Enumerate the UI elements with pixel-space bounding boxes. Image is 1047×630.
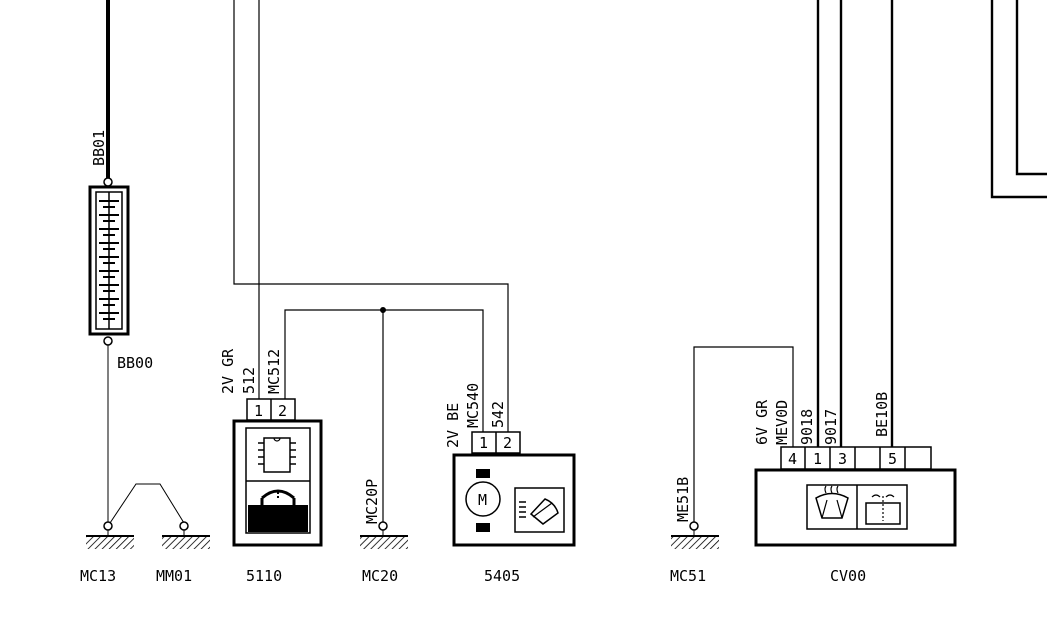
cv00-pin-1: 1	[813, 450, 822, 468]
front-wiper-icon	[815, 485, 849, 519]
ground-mc20-label: MC20	[362, 567, 398, 585]
rear-washer-icon	[865, 494, 901, 525]
washer-level-icon	[248, 489, 308, 532]
c5110-name: 5110	[246, 567, 282, 585]
wire-be10b-label: BE10B	[873, 392, 891, 437]
cv00-connector-desc: 6V GR	[753, 399, 771, 445]
c5405-connector	[471, 431, 521, 454]
c5110-pin-2: 2	[278, 402, 287, 420]
wire-mc20p-label: MC20P	[363, 479, 381, 524]
wire-right-outer	[990, 0, 1047, 199]
c5110-pin-1: 1	[254, 402, 263, 420]
cv00-pin-4: 4	[788, 450, 797, 468]
c5110-connector	[246, 398, 296, 421]
cv00-wire-label-2: 9018	[798, 409, 816, 445]
c5405-pin-2: 2	[503, 434, 512, 452]
wire-me51b-label: ME51B	[674, 477, 692, 522]
chip-icon	[258, 437, 296, 473]
ground-link-wire	[109, 483, 185, 524]
cv00-name: CV00	[830, 567, 866, 585]
c5405-pin-1: 1	[479, 434, 488, 452]
wire-512-to-542	[233, 0, 509, 432]
c5405-wire-label-2: 542	[489, 401, 507, 428]
battery-icon	[88, 185, 130, 336]
ground-mm01-label: MM01	[156, 567, 192, 585]
cv00-connector	[780, 446, 932, 470]
c5110-connector-desc: 2V GR	[219, 348, 237, 394]
wire-me51b-to-mev0d	[693, 346, 794, 522]
motor-icon	[465, 469, 501, 532]
battery-wire	[103, 0, 113, 522]
battery-bottom-label: BB00	[117, 354, 153, 372]
ground-mc51-label: MC51	[670, 567, 706, 585]
wire-right-inner	[1015, 0, 1047, 176]
ground-mc13-symbol	[86, 521, 134, 549]
cv00-body	[754, 468, 957, 547]
c5405-name: 5405	[484, 567, 520, 585]
cv00-wire-label-3: 9017	[822, 409, 840, 445]
rear-wiper-icon	[514, 487, 565, 533]
ground-mm01-symbol	[162, 521, 210, 549]
ground-mc51-symbol	[671, 521, 719, 549]
ground-mc13-label: MC13	[80, 567, 116, 585]
c5110-wire-label-2: MC512	[265, 349, 283, 394]
c5405-connector-desc: 2V BE	[444, 403, 462, 448]
cv00-pin-5: 5	[888, 450, 897, 468]
battery-top-label: BB01	[90, 130, 108, 166]
ground-mc20-symbol	[360, 521, 408, 549]
c5405-wire-label-1: MC540	[464, 383, 482, 428]
cv00-wire-label-1: MEV0D	[773, 400, 791, 445]
c5110-wire-label-1: 512	[240, 367, 258, 394]
motor-symbol-label: M	[478, 491, 487, 509]
cv00-pin-3: 3	[838, 450, 847, 468]
